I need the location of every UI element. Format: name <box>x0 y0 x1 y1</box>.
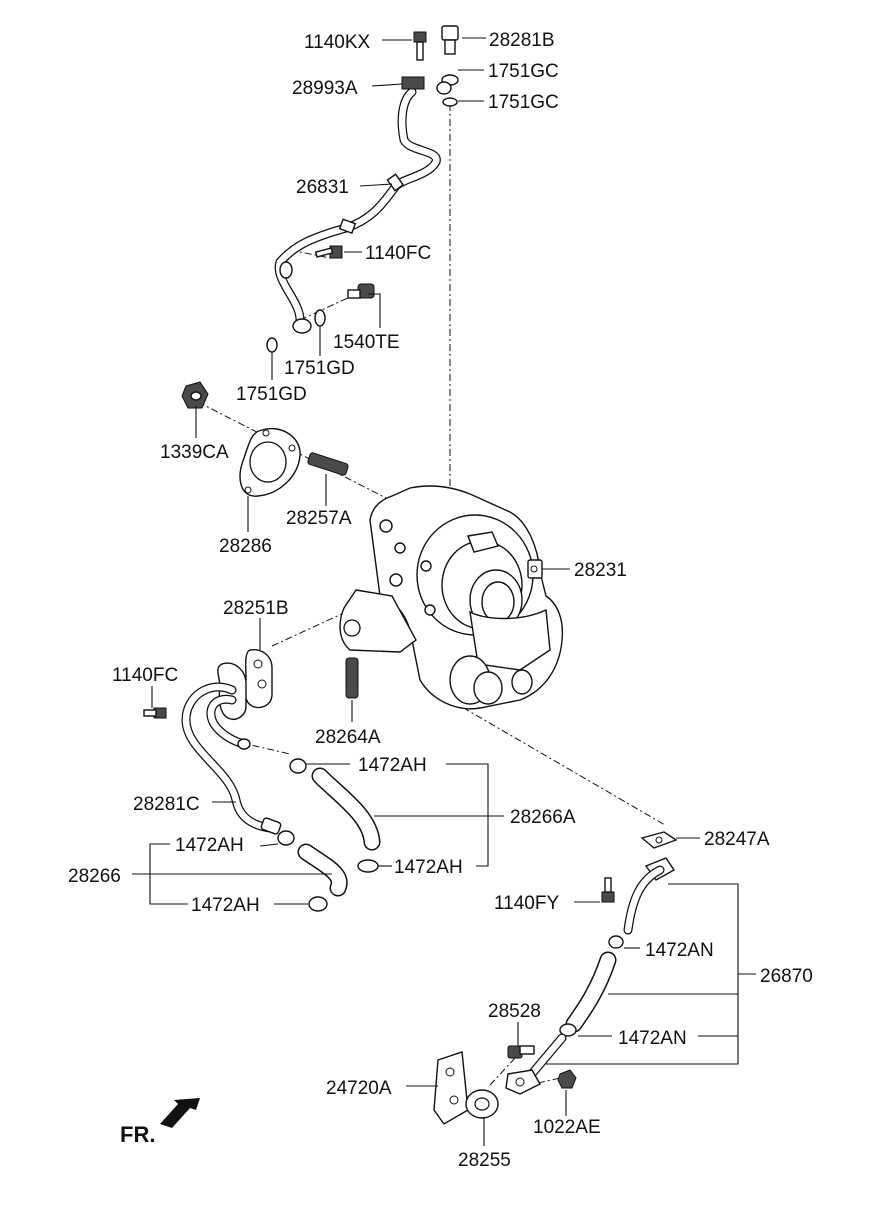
label-28266A: 28266A <box>510 807 576 828</box>
label-1472AH-top: 1472AH <box>358 755 427 776</box>
label-28257A: 28257A <box>286 508 352 529</box>
label-1540TE: 1540TE <box>333 332 400 353</box>
callout-labels: 1140KX 28281B 28993A 1751GC 1751GC 26831… <box>68 30 813 1171</box>
front-orientation: FR. <box>120 1098 200 1147</box>
leader-lines <box>132 37 756 1146</box>
label-1472AH-bottom: 1472AH <box>191 895 260 916</box>
label-28266: 28266 <box>68 866 121 887</box>
lower-fasteners <box>433 1045 577 1125</box>
label-28281C: 28281C <box>133 794 200 815</box>
label-28528: 28528 <box>488 1001 541 1022</box>
label-28247A: 28247A <box>704 829 770 850</box>
turbo-stud <box>345 657 359 699</box>
flange-nut <box>181 381 209 409</box>
label-1751GC-lower: 1751GC <box>488 92 559 113</box>
exhaust-gasket <box>239 427 301 497</box>
lower-oil-tube <box>525 831 678 1081</box>
label-1140FC-upper: 1140FC <box>365 243 431 264</box>
label-1751GC-upper: 1751GC <box>488 61 559 82</box>
label-28993A: 28993A <box>292 78 358 99</box>
exhaust-stud <box>307 452 349 476</box>
label-1140FY: 1140FY <box>494 893 559 914</box>
front-label: FR. <box>120 1122 155 1147</box>
oil-feed-tube <box>274 87 441 334</box>
label-28255: 28255 <box>458 1150 511 1171</box>
label-28286: 28286 <box>219 536 272 557</box>
label-28251B: 28251B <box>223 598 289 619</box>
label-28264A: 28264A <box>315 727 381 748</box>
label-1339CA: 1339CA <box>160 442 229 463</box>
label-1472AN-lower: 1472AN <box>618 1028 687 1049</box>
front-direction-arrow-icon <box>160 1098 200 1128</box>
label-28231: 28231 <box>574 560 627 581</box>
oil-hoses <box>260 758 381 912</box>
turbocharger-assembly <box>339 485 564 710</box>
top-fasteners <box>401 25 459 107</box>
label-1472AH-right: 1472AH <box>394 857 463 878</box>
label-26831: 26831 <box>296 177 349 198</box>
label-24720A: 24720A <box>326 1078 392 1099</box>
label-1751GD-lower: 1751GD <box>236 384 307 405</box>
label-26870: 26870 <box>760 966 813 987</box>
label-1472AH-left: 1472AH <box>175 835 244 856</box>
label-1022AE: 1022AE <box>533 1117 601 1138</box>
oil-return-tube <box>143 662 275 833</box>
label-1472AN-upper: 1472AN <box>645 940 714 961</box>
label-28281B: 28281B <box>489 30 555 51</box>
label-1751GD-upper: 1751GD <box>284 358 355 379</box>
label-1140KX: 1140KX <box>304 32 371 53</box>
oil-return-gasket <box>244 649 273 709</box>
label-1140FC-lower: 1140FC <box>112 665 178 686</box>
